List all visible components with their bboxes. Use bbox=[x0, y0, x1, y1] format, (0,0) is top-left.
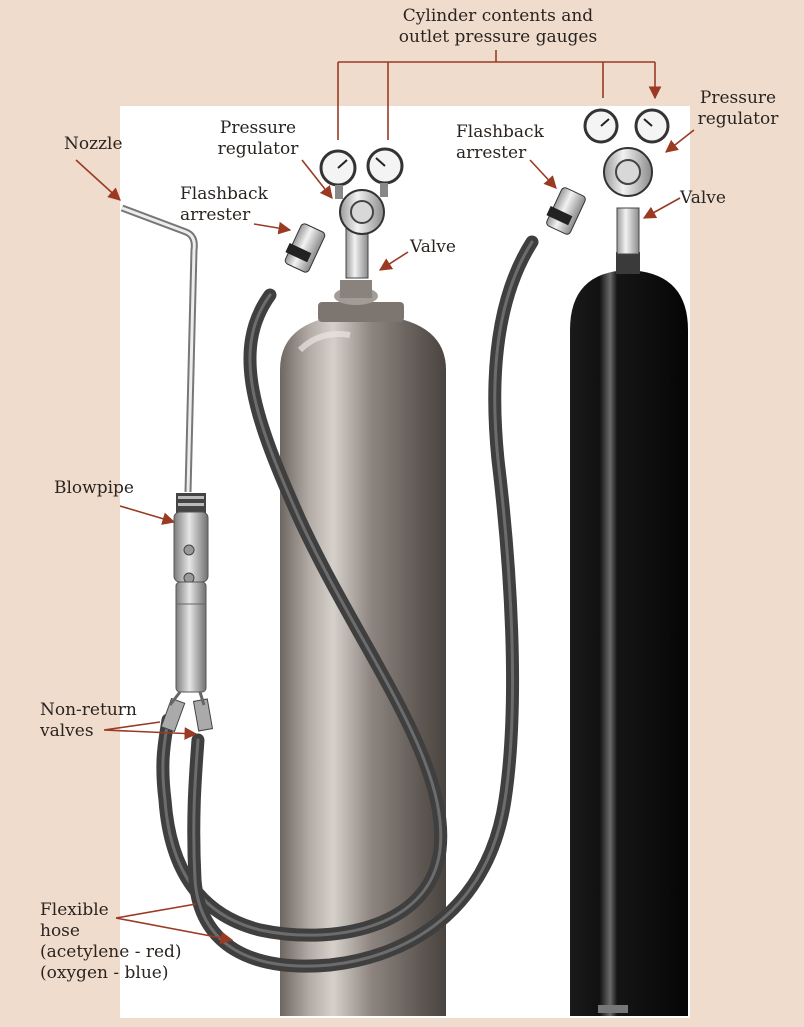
nozzle-arrow bbox=[75, 159, 121, 201]
gauges-label: Cylinder contents and outlet pressure ga… bbox=[398, 6, 598, 47]
flexible-hose-arrow bbox=[115, 903, 232, 940]
flexible-hoses bbox=[156, 235, 539, 973]
blowpipe-arrow bbox=[119, 505, 176, 525]
flexible-hose-label: Flexible hose (acetylene - red) (oxygen … bbox=[40, 900, 182, 983]
pressure-regulator-left-label: Pressure regulator bbox=[217, 118, 299, 159]
blowpipe-label: Blowpipe bbox=[54, 478, 134, 498]
oxygen-cylinder bbox=[570, 252, 688, 1016]
flashback-arrester-right-label: Flashback arrester bbox=[456, 122, 544, 163]
pressure-regulator-left-arrow bbox=[301, 159, 333, 200]
valve-right-label: Valve bbox=[680, 188, 726, 208]
flashback-arrester-right-arrow bbox=[529, 159, 557, 189]
annotation-arrows bbox=[75, 50, 695, 940]
nozzle-label: Nozzle bbox=[64, 134, 123, 154]
valve-right-arrow bbox=[642, 197, 681, 219]
pressure-regulator-right-label: Pressure regulator bbox=[697, 88, 779, 129]
pressure-regulator-right-arrow bbox=[664, 129, 695, 153]
non-return-valves-arrow bbox=[103, 722, 196, 734]
valve-left-arrow bbox=[378, 251, 409, 271]
right-regulator-assembly bbox=[546, 108, 670, 255]
flashback-arrester-left-label: Flashback arrester bbox=[180, 184, 268, 225]
non-return-valves-label: Non-return valves bbox=[40, 700, 137, 741]
valve-left-label: Valve bbox=[410, 237, 456, 257]
left-regulator-assembly bbox=[284, 147, 404, 279]
flashback-arrester-left-arrow bbox=[253, 221, 292, 235]
blowpipe-assembly bbox=[120, 204, 214, 733]
acetylene-cylinder bbox=[280, 280, 446, 1016]
